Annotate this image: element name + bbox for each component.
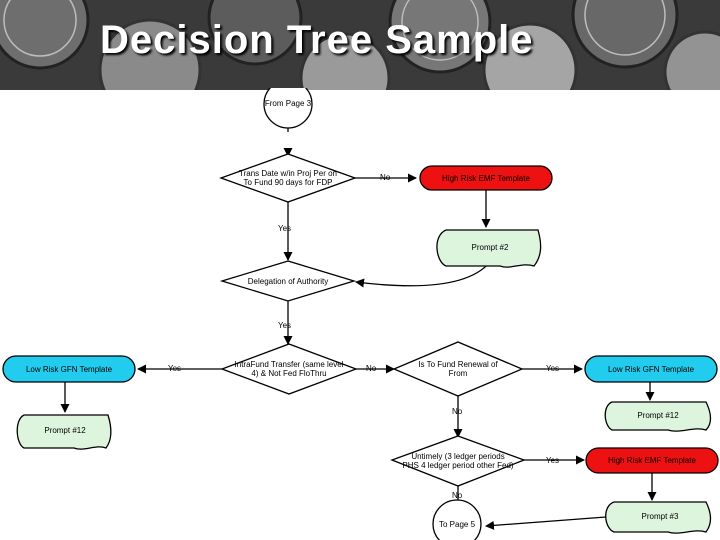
prompt-12-right: Prompt #12 <box>604 401 712 432</box>
label-renewal-no: No <box>452 407 463 416</box>
high-risk-emf-template-1: High Risk EMF Template <box>419 165 553 191</box>
end-connector: To Page 5 <box>432 499 482 540</box>
prompt-2: Prompt #2 <box>436 229 542 268</box>
connector-lines <box>60 120 657 530</box>
label-intrafund-no: No <box>366 364 377 373</box>
slide-title: Decision Tree Sample <box>100 18 534 62</box>
decision-untimely: Untimely (3 ledger periods PHS 4 ledger … <box>390 435 526 487</box>
edge-prompt2-to-delegation <box>355 261 491 288</box>
low-risk-gfn-template-left: Low Risk GFN Template <box>2 355 136 383</box>
label-trans-no: No <box>380 173 391 182</box>
label-untimely-yes: Yes <box>546 456 559 465</box>
decision-intrafund: IntraFund Transfer (same level 4) & Not … <box>220 343 358 395</box>
prompt-12-left: Prompt #12 <box>16 414 112 450</box>
title-banner: Decision Tree Sample <box>0 0 720 90</box>
edge-prompt3-to-page5 <box>485 516 607 530</box>
coins-background <box>0 0 720 90</box>
label-trans-yes: Yes <box>278 224 291 233</box>
high-risk-emf-template-2: High Risk EMF Template <box>585 447 719 474</box>
label-untimely-no: No <box>452 491 463 500</box>
label-intrafund-yes: Yes <box>168 364 181 373</box>
label-delegation-yes: Yes <box>278 321 291 330</box>
label-renewal-yes: Yes <box>546 364 559 373</box>
prompt-3: Prompt #3 <box>605 501 712 534</box>
decision-delegation: Delegation of Authority <box>219 260 357 302</box>
decision-tree-diagram: No Yes Yes Yes No Yes No Yes No From Pag… <box>2 88 719 540</box>
decision-renewal: Is To Fund Renewal of From <box>392 341 524 397</box>
start-connector: From Page 3 <box>263 88 313 129</box>
low-risk-gfn-template-right: Low Risk GFN Template <box>584 355 718 383</box>
decision-trans-date: Trans Date w/in Proj Per on To Fund 90 d… <box>219 153 357 203</box>
